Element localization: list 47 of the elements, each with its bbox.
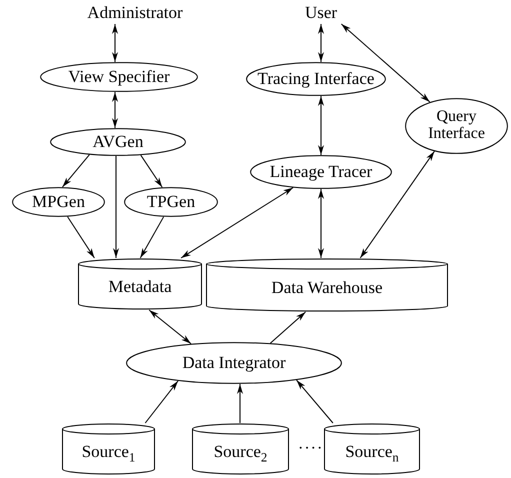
database-cylinder <box>324 423 420 475</box>
arrow <box>113 156 119 258</box>
node-label: View Specifier <box>68 68 170 86</box>
node-label: Source$_{n}$ <box>345 441 399 461</box>
process-ellipse <box>40 62 198 92</box>
arrow <box>237 383 243 424</box>
arrow <box>140 216 164 258</box>
database-cylinder <box>206 258 448 312</box>
database-cylinder <box>192 423 289 475</box>
node-label: AVGen <box>92 133 144 151</box>
arrow <box>318 24 324 63</box>
arrow <box>318 188 324 258</box>
node-label: Data Warehouse <box>271 277 383 297</box>
arrow <box>67 216 95 258</box>
arrow <box>318 95 324 156</box>
node-label: Tracing Interface <box>258 70 374 88</box>
arrow <box>112 91 118 129</box>
process-ellipse <box>250 155 392 189</box>
node-label: Query Interface <box>427 109 486 143</box>
arrow <box>296 380 334 424</box>
node-label: Data Integrator <box>182 354 286 372</box>
arrow <box>144 380 178 424</box>
node-label: Source$_{1}$ <box>82 441 136 461</box>
database-cylinder <box>78 258 202 310</box>
actor-label: User <box>298 2 344 24</box>
process-ellipse <box>405 98 508 154</box>
arrow <box>112 24 118 63</box>
node-label: MPGen <box>32 193 85 211</box>
process-ellipse <box>246 62 386 96</box>
arrow <box>140 154 163 188</box>
ellipsis-label: ···· <box>298 440 324 458</box>
arrow <box>360 150 435 258</box>
node-label: Metadata <box>108 276 172 296</box>
actor-label: Administrator <box>70 2 200 24</box>
process-ellipse <box>12 187 105 217</box>
node-label: Lineage Tracer <box>270 163 372 181</box>
node-label: Source$_{2}$ <box>214 441 268 461</box>
process-ellipse <box>124 187 218 217</box>
process-ellipse <box>126 342 342 384</box>
arrow <box>180 187 294 258</box>
arrow <box>340 24 430 103</box>
arrow <box>148 310 192 344</box>
node-label: TPGen <box>146 193 196 211</box>
process-ellipse <box>50 128 186 156</box>
arrow <box>270 312 306 344</box>
database-cylinder <box>62 423 155 475</box>
arrow <box>62 154 90 188</box>
